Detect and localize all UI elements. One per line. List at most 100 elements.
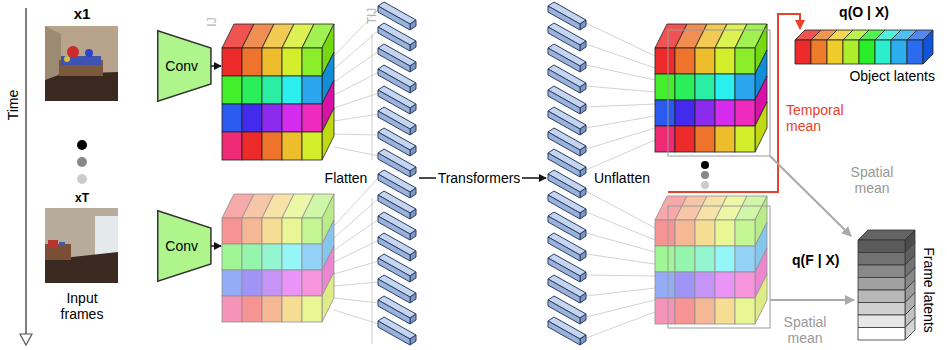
text-slot: q(O | X) (839, 4, 889, 20)
cube-cell (262, 244, 282, 270)
token-side (410, 41, 416, 51)
token-side (580, 20, 586, 30)
bed-blanket (61, 56, 101, 65)
token-side (410, 209, 416, 219)
feature-cube (222, 24, 334, 160)
token-side (580, 209, 586, 219)
unflatten-line (586, 86, 655, 92)
cube-cell (695, 220, 715, 246)
label-slot: Spatial mean (775, 314, 835, 346)
cube-cell (302, 76, 322, 104)
latent-cell (907, 40, 923, 64)
dimension-label: TIJ (365, 8, 379, 25)
token-side (580, 314, 586, 324)
cube-cell (655, 126, 675, 152)
cube-cell (715, 74, 735, 100)
cube-cell (302, 48, 322, 76)
cube-cell (242, 48, 262, 76)
cube-cell (675, 298, 695, 324)
cube-cell (655, 74, 675, 100)
token-side (410, 230, 416, 240)
cube-cell (715, 272, 735, 298)
conv-trapezoid (158, 211, 211, 282)
unflatten-line (586, 116, 655, 128)
conv-label: Conv (165, 238, 198, 254)
unflatten-line (586, 44, 655, 68)
latent-label: Frame latents (921, 247, 937, 333)
latent-cell (858, 303, 905, 316)
token-side (410, 20, 416, 30)
label-slot: IJ (205, 17, 219, 26)
cube-cell (222, 218, 242, 244)
token-side (580, 83, 586, 93)
latent-label: Object latents (849, 68, 935, 84)
token-side (580, 272, 586, 282)
token-side (410, 167, 416, 177)
conv-arrow (211, 65, 221, 67)
cube-cell (655, 272, 675, 298)
cube-cell (222, 48, 242, 76)
cube-cell (302, 296, 322, 322)
cube-cell (695, 100, 715, 126)
distribution-label: q(O | X) (839, 4, 889, 20)
flatten-line (334, 93, 379, 108)
cube-cell (262, 132, 282, 160)
unflatten-line (586, 104, 655, 107)
conv-block: Conv (157, 30, 212, 102)
cube-cell (262, 104, 282, 132)
cube-cell (302, 244, 322, 270)
flatten-line (334, 134, 379, 135)
cube-cell (695, 272, 715, 298)
latent-side-cell (905, 318, 915, 341)
frame-wall (45, 26, 118, 101)
label-slot: Transformers (436, 170, 523, 186)
latent-cell (795, 40, 811, 64)
step-label: Unflatten (592, 170, 652, 186)
cube-cell (715, 48, 735, 74)
time-arrowhead (20, 334, 32, 345)
cube-cell (242, 132, 262, 160)
token-side (410, 314, 416, 324)
frame-symbol: x1 (74, 5, 91, 22)
latent-cell (827, 40, 843, 64)
conv-label: Conv (165, 58, 198, 74)
unflatten-line (586, 128, 655, 149)
cube-cell (242, 244, 262, 270)
cube-cell (675, 48, 695, 74)
distribution-label: q(F | X) (792, 252, 839, 268)
token-bracket (372, 34, 373, 160)
unflatten-line (586, 312, 655, 338)
flatten-line (334, 219, 379, 250)
token (548, 317, 586, 345)
object-latents: q(O | X) Object latents (785, 0, 945, 92)
cube-cell (675, 220, 695, 246)
flatten-line (334, 310, 379, 324)
frame-symbol: xT (75, 191, 89, 205)
ellipsis-dot (701, 181, 709, 189)
cube-cell (655, 220, 675, 246)
cube-cell (735, 100, 755, 126)
feature-cube (655, 196, 767, 324)
feature-cube (222, 194, 334, 322)
label-slot: x1 (74, 5, 91, 22)
mean-window (668, 206, 770, 328)
token-front (378, 321, 410, 345)
cube-cell (715, 246, 735, 272)
blue-object (59, 242, 65, 246)
latent-cell (875, 40, 891, 64)
cube-cell (735, 74, 755, 100)
cube-cell (655, 298, 675, 324)
time-axis (25, 8, 27, 334)
ellipsis-dot (77, 140, 87, 150)
cube-cell (282, 48, 302, 76)
latent-side (923, 30, 933, 64)
operation-label: Temporal mean (786, 102, 856, 134)
cube-cell (695, 48, 715, 74)
cube-cell (715, 126, 735, 152)
unflatten-line (586, 140, 655, 170)
cube-cell (735, 220, 755, 246)
cube-cell (715, 100, 735, 126)
unflatten-line (586, 275, 655, 276)
text-slot: Frame latents (921, 247, 937, 333)
token-side (410, 104, 416, 114)
